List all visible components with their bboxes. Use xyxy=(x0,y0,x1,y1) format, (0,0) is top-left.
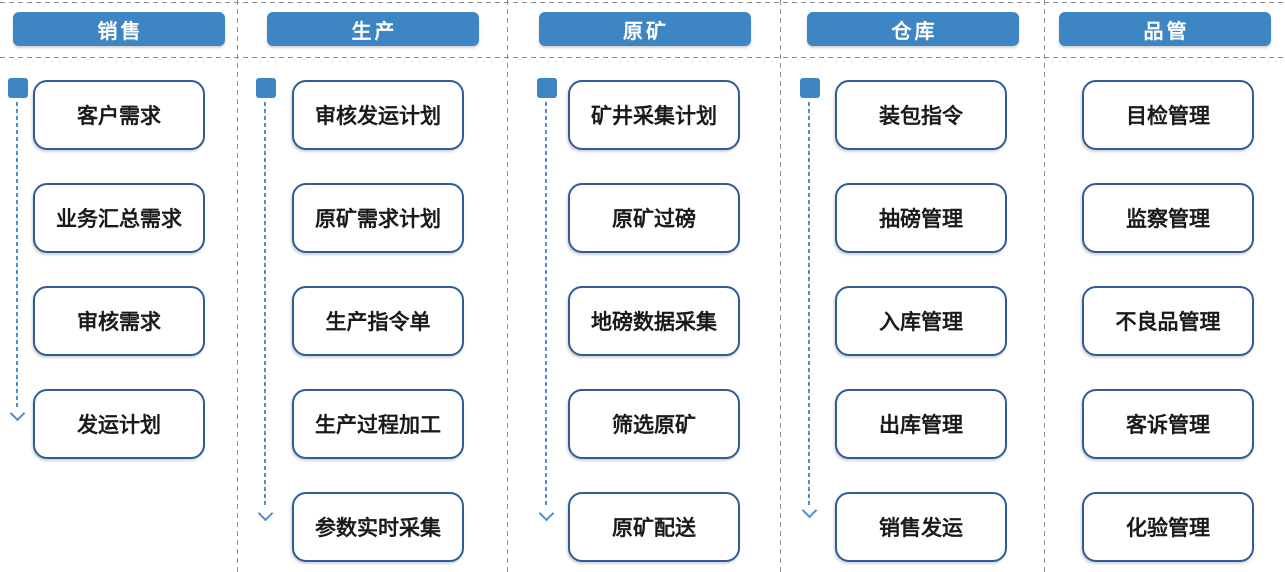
process-column-2: 生产审核发运计划原矿需求计划生产指令单生产过程加工参数实时采集 xyxy=(238,0,508,572)
process-step-label: 客诉管理 xyxy=(1126,413,1210,437)
process-step-box: 参数实时采集 xyxy=(292,492,464,562)
column-header-zone: 仓库 xyxy=(781,12,1045,70)
process-step-label: 发运计划 xyxy=(77,413,161,437)
column-header-zone: 原矿 xyxy=(508,12,781,70)
process-step-label: 目检管理 xyxy=(1126,104,1210,128)
process-column-5: 品管目检管理监察管理不良品管理客诉管理化验管理 xyxy=(1045,0,1285,572)
column-header-zone: 生产 xyxy=(238,12,508,70)
column-header-zone: 销售 xyxy=(0,12,238,70)
flow-start-marker xyxy=(8,78,28,98)
process-step-box: 化验管理 xyxy=(1082,492,1254,562)
flow-arrow-dashed-line xyxy=(16,102,18,408)
arrow-down-icon xyxy=(538,505,555,522)
process-step-label: 审核发运计划 xyxy=(315,104,441,128)
flow-start-marker xyxy=(537,78,557,98)
process-step-label: 入库管理 xyxy=(879,310,963,334)
process-step-label: 销售发运 xyxy=(879,516,963,540)
process-step-box: 监察管理 xyxy=(1082,183,1254,253)
flow-start-marker xyxy=(256,78,276,98)
flow-start-marker xyxy=(800,78,820,98)
arrow-down-icon xyxy=(257,505,274,522)
column-header-banner: 销售 xyxy=(13,12,225,46)
process-step-box: 业务汇总需求 xyxy=(33,183,205,253)
process-step-box: 装包指令 xyxy=(835,80,1007,150)
header-separator-dashed-line xyxy=(0,57,1285,58)
column-body: 客户需求业务汇总需求审核需求发运计划 xyxy=(0,58,238,572)
step-list: 目检管理监察管理不良品管理客诉管理化验管理 xyxy=(1082,80,1254,562)
column-header-label: 原矿 xyxy=(623,18,669,43)
step-list: 审核发运计划原矿需求计划生产指令单生产过程加工参数实时采集 xyxy=(292,80,464,562)
process-step-label: 抽磅管理 xyxy=(879,207,963,231)
process-column-4: 仓库装包指令抽磅管理入库管理出库管理销售发运 xyxy=(781,0,1045,572)
step-list: 矿井采集计划原矿过磅地磅数据采集筛选原矿原矿配送 xyxy=(568,80,740,562)
process-step-box: 发运计划 xyxy=(33,389,205,459)
column-header-zone: 品管 xyxy=(1045,12,1285,70)
arrow-down-icon xyxy=(801,502,818,519)
column-header-banner: 原矿 xyxy=(538,12,751,46)
process-step-label: 客户需求 xyxy=(77,104,161,128)
process-step-box: 地磅数据采集 xyxy=(568,286,740,356)
process-step-label: 生产指令单 xyxy=(325,310,431,334)
flow-arrow-dashed-line xyxy=(264,102,266,508)
column-body: 装包指令抽磅管理入库管理出库管理销售发运 xyxy=(781,58,1045,572)
column-header-banner: 仓库 xyxy=(807,12,1019,46)
column-body: 矿井采集计划原矿过磅地磅数据采集筛选原矿原矿配送 xyxy=(508,58,781,572)
process-step-box: 原矿过磅 xyxy=(568,183,740,253)
process-step-box: 目检管理 xyxy=(1082,80,1254,150)
column-body: 审核发运计划原矿需求计划生产指令单生产过程加工参数实时采集 xyxy=(238,58,508,572)
process-column-3: 原矿矿井采集计划原矿过磅地磅数据采集筛选原矿原矿配送 xyxy=(508,0,781,572)
process-step-box: 筛选原矿 xyxy=(568,389,740,459)
column-header-label: 仓库 xyxy=(891,18,938,43)
process-step-box: 审核需求 xyxy=(33,286,205,356)
column-header-label: 生产 xyxy=(351,18,398,43)
top-dashed-line xyxy=(0,2,1285,3)
step-list: 客户需求业务汇总需求审核需求发运计划 xyxy=(33,80,205,459)
process-step-box: 生产指令单 xyxy=(292,286,464,356)
process-step-box: 客诉管理 xyxy=(1082,389,1254,459)
process-step-label: 原矿需求计划 xyxy=(315,207,441,231)
process-step-label: 出库管理 xyxy=(879,413,963,437)
process-step-box: 出库管理 xyxy=(835,389,1007,459)
process-step-box: 抽磅管理 xyxy=(835,183,1007,253)
process-step-box: 客户需求 xyxy=(33,80,205,150)
process-step-label: 地磅数据采集 xyxy=(591,310,717,334)
column-header-label: 品管 xyxy=(1143,18,1190,43)
process-step-box: 矿井采集计划 xyxy=(568,80,740,150)
process-step-label: 业务汇总需求 xyxy=(56,207,182,231)
column-header-banner: 生产 xyxy=(267,12,479,46)
column-header-banner: 品管 xyxy=(1059,12,1271,46)
process-step-box: 原矿需求计划 xyxy=(292,183,464,253)
process-step-box: 生产过程加工 xyxy=(292,389,464,459)
process-step-box: 不良品管理 xyxy=(1082,286,1254,356)
column-header-label: 销售 xyxy=(97,18,144,43)
process-step-label: 矿井采集计划 xyxy=(591,104,717,128)
process-step-label: 原矿过磅 xyxy=(612,207,696,231)
process-step-box: 入库管理 xyxy=(835,286,1007,356)
process-step-label: 监察管理 xyxy=(1126,207,1210,231)
flow-arrow-dashed-line xyxy=(545,102,547,508)
process-step-label: 审核需求 xyxy=(77,310,161,334)
arrow-down-icon xyxy=(9,405,26,422)
process-step-box: 销售发运 xyxy=(835,492,1007,562)
process-step-label: 原矿配送 xyxy=(612,516,696,540)
process-step-box: 审核发运计划 xyxy=(292,80,464,150)
process-step-label: 参数实时采集 xyxy=(315,516,441,540)
column-body: 目检管理监察管理不良品管理客诉管理化验管理 xyxy=(1045,58,1285,572)
process-step-box: 原矿配送 xyxy=(568,492,740,562)
step-list: 装包指令抽磅管理入库管理出库管理销售发运 xyxy=(835,80,1007,562)
process-step-label: 生产过程加工 xyxy=(315,413,441,437)
process-step-label: 化验管理 xyxy=(1126,516,1210,540)
process-step-label: 筛选原矿 xyxy=(612,413,696,437)
process-step-label: 不良品管理 xyxy=(1115,310,1221,334)
process-step-label: 装包指令 xyxy=(879,104,963,128)
process-column-1: 销售客户需求业务汇总需求审核需求发运计划 xyxy=(0,0,238,572)
flow-arrow-dashed-line xyxy=(808,102,810,505)
